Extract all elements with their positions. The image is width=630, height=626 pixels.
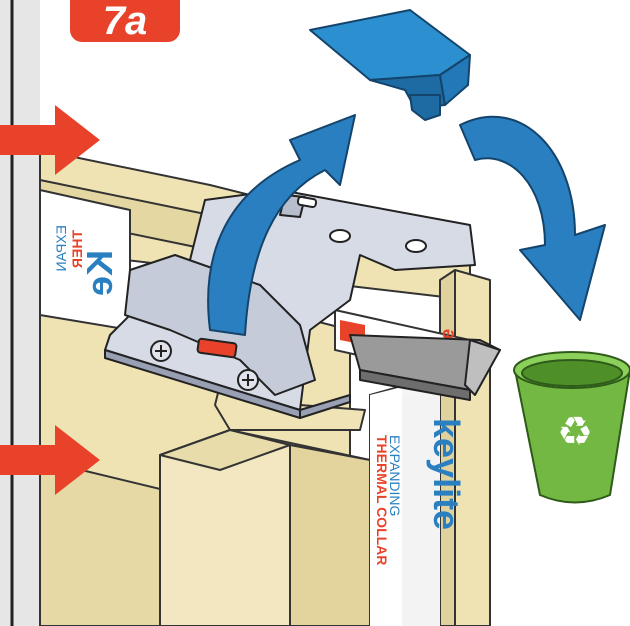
- thermal-collar-vertical: [369, 373, 441, 626]
- side-label-brand: Ke: [79, 250, 120, 296]
- collar-line1: EXPANDING: [387, 435, 403, 516]
- arrow-right-icon: [0, 425, 100, 495]
- red-arrow-upper: [0, 105, 100, 175]
- red-arrow-lower: [0, 425, 100, 495]
- step-badge: 7a: [70, 0, 180, 42]
- curved-arrow-up-icon: [207, 114, 356, 336]
- blue-clip: [309, 9, 471, 121]
- side-label-line1: EXPAN: [53, 225, 69, 271]
- collar-line2: THERMAL COLLAR: [374, 435, 390, 565]
- curved-arrow-down-icon: [459, 115, 606, 321]
- arrow-right-icon: [0, 105, 100, 175]
- recycle-icon: ♻: [557, 409, 593, 455]
- metal-channel: [349, 334, 501, 401]
- side-label-line2: THER: [69, 230, 85, 268]
- collar-brand: keylite: [426, 418, 467, 530]
- trash-bin-icon: ♻: [513, 351, 630, 504]
